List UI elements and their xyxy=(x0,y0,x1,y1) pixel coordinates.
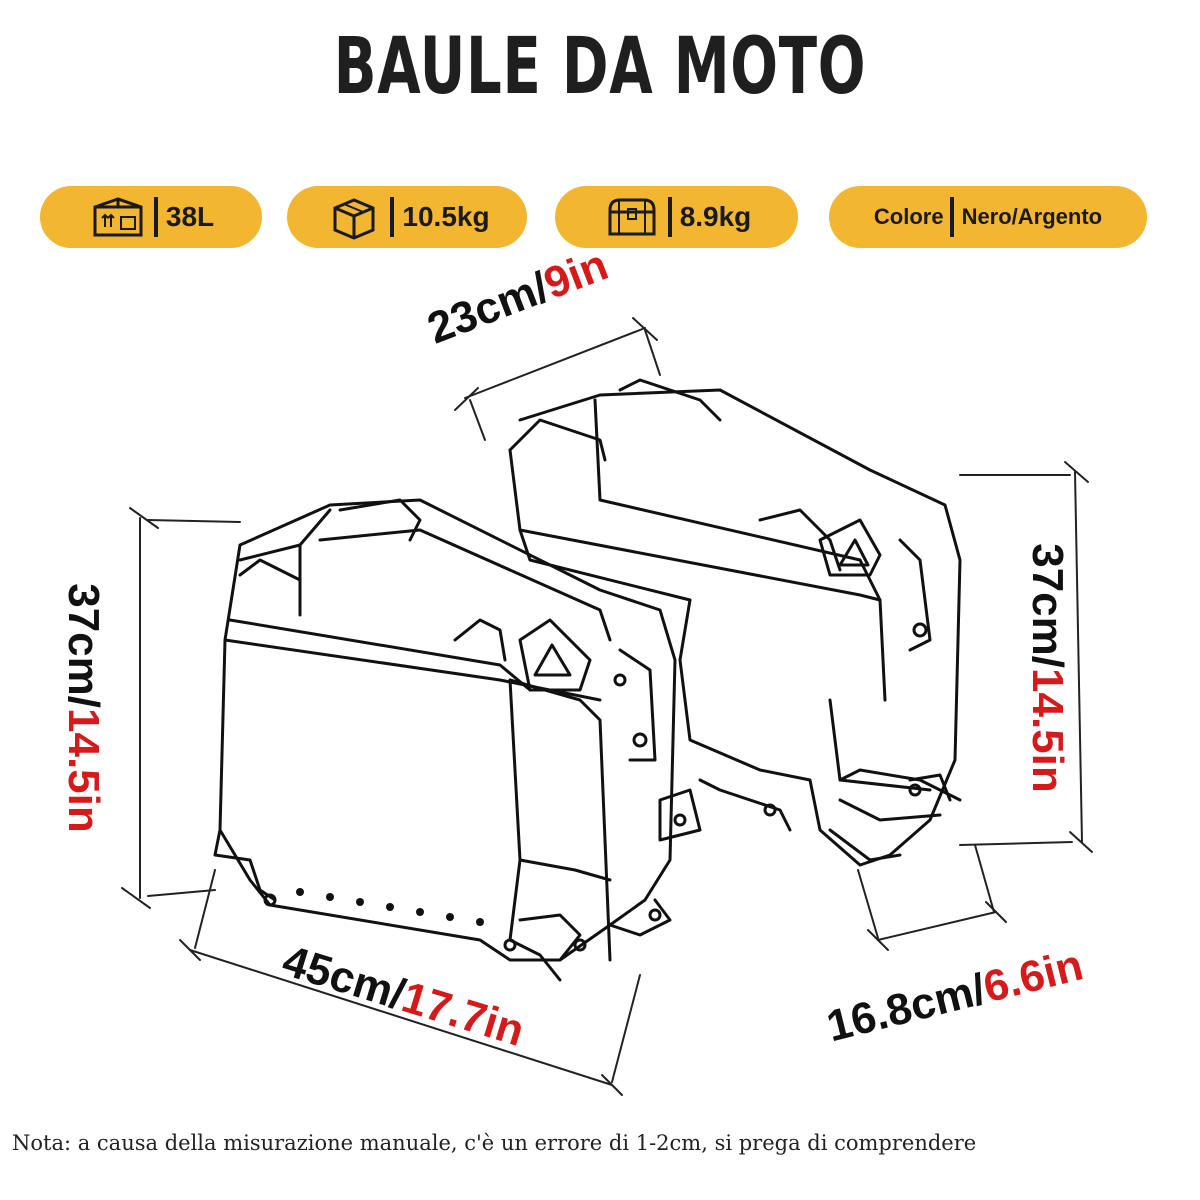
dimension-line-top-depth xyxy=(454,317,661,441)
box-weight-value: 10.5kg xyxy=(402,201,490,232)
separator xyxy=(667,197,672,237)
capacity-value: 38L xyxy=(165,201,215,232)
measurement-note: Nota: a causa della misurazione manuale,… xyxy=(12,1131,977,1155)
page-title: BAULE DA MOTO xyxy=(333,22,867,112)
dimension-line-right-height xyxy=(959,461,1093,853)
box-icon xyxy=(324,192,384,242)
color-spec-pill: Colore Nero/Argento xyxy=(829,186,1147,248)
rear-case xyxy=(508,378,962,867)
trunk-weight-value: 8.9kg xyxy=(679,201,752,232)
package-box-icon xyxy=(88,192,148,242)
dimension-line-length xyxy=(179,869,641,1096)
separator xyxy=(390,197,395,237)
separator xyxy=(153,197,158,237)
box-weight-spec-pill: 10.5kg xyxy=(287,186,527,248)
trunk-weight-spec-pill: 8.9kg xyxy=(555,186,798,248)
capacity-spec-pill: 38L xyxy=(40,186,262,248)
separator xyxy=(949,197,954,237)
trunk-icon xyxy=(602,192,662,242)
right-height-cm: 37cm/ xyxy=(1023,543,1072,668)
front-case xyxy=(213,498,677,982)
dimension-line-left-height xyxy=(121,507,241,909)
color-value: Nero/Argento xyxy=(961,204,1103,229)
right-height-inch: 14.5in xyxy=(1023,668,1072,793)
color-label: Colore xyxy=(873,204,944,229)
dimension-line-width xyxy=(857,844,1007,951)
left-height-inch: 14.5in xyxy=(59,708,108,833)
left-height-cm: 37cm/ xyxy=(59,583,108,708)
